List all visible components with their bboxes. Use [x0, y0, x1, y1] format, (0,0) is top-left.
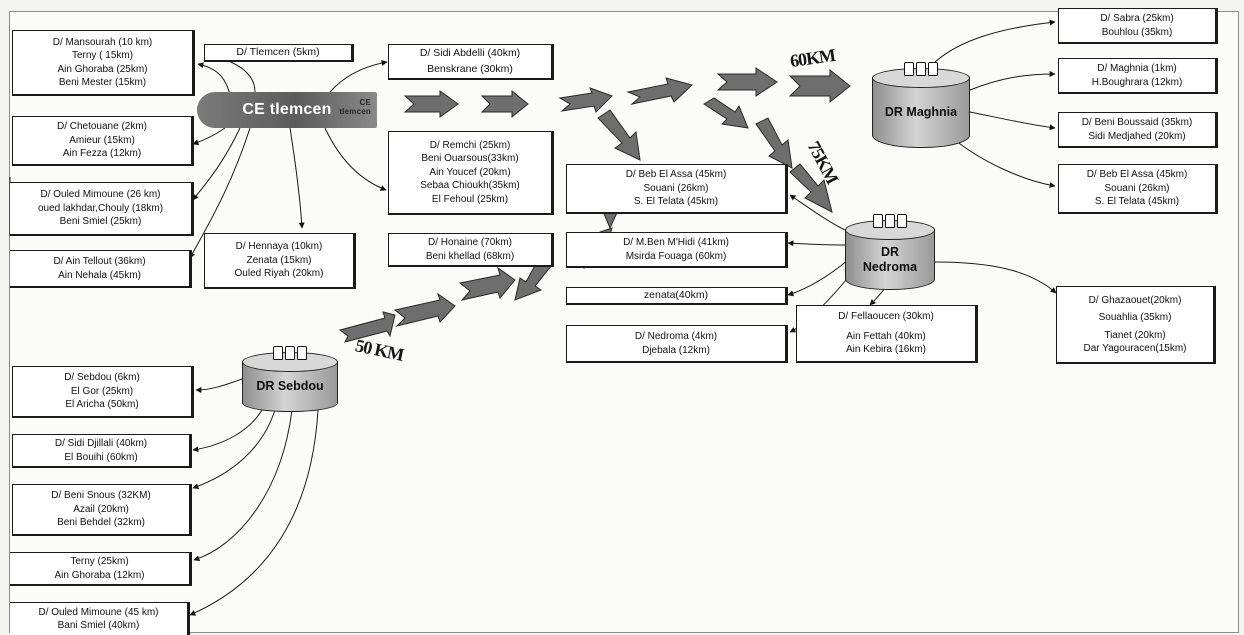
ce-tlemcen-hub: CE tlemcen CE tlemcen — [197, 92, 377, 128]
link-remchi — [324, 127, 387, 191]
box-beni-boussaid: D/ Beni Boussaid (35km) Sidi Medjahed (2… — [1058, 112, 1218, 148]
link-beb-el-assa-r — [954, 139, 1056, 189]
box-fellaoucen: D/ Fellaoucen (30km) Ain Fettah (40km) A… — [796, 305, 978, 363]
box-maghnia: D/ Maghnia (1km) H.Boughrara (12km) — [1058, 58, 1218, 94]
link-beb-el-assa-c — [789, 194, 846, 231]
link-maghnia — [969, 71, 1056, 91]
box-beni-snous: D/ Beni Snous (32KM) Azail (20km) Beni B… — [12, 484, 192, 536]
box-sebdou: D/ Sebdou (6km) El Gor (25km) El Aricha … — [12, 366, 194, 418]
box-chetouane: D/ Chetouane (2km) Amieur (15km) Ain Fez… — [12, 116, 194, 166]
link-beni-snous — [192, 409, 276, 490]
link-chetouane — [192, 127, 226, 146]
link-hennaya — [289, 127, 305, 229]
link-beni-boussaid — [969, 111, 1056, 131]
link-zenata — [787, 259, 849, 297]
dr-nedroma-label-2: Nedroma — [862, 260, 918, 274]
arrow-14 — [458, 266, 516, 301]
arrow-13 — [514, 255, 553, 301]
box-mansourah: D/ Mansourah (10 km) Terny ( 15km) Ain G… — [12, 30, 195, 96]
arrow-4 — [626, 77, 693, 105]
link-sidi-abdelli — [329, 60, 388, 93]
dr-sebdou-label: DR Sebdou — [256, 378, 324, 393]
arrow-6 — [788, 68, 851, 104]
arrow-16 — [338, 311, 396, 343]
server-rack-icon — [873, 214, 907, 228]
link-sebdou — [195, 377, 246, 393]
dr-sebdou-hub: DR Sebdou — [242, 346, 338, 412]
dr-nedroma-label-1: DR — [880, 245, 900, 259]
link-mansourah — [197, 62, 231, 96]
arrow-15 — [393, 292, 456, 327]
link-ain-tellout — [189, 127, 251, 259]
arrow-9 — [755, 117, 793, 169]
box-zenata: zenata(40km) — [566, 287, 788, 305]
box-ouled-mimoune: D/ Ouled Mimoune (26 km) oued lakhdar,Ch… — [10, 182, 194, 236]
arrow-3 — [558, 87, 613, 113]
arrow-7 — [597, 109, 641, 161]
box-beb-el-assa-center: D/ Beb El Assa (45km) Souani (26km) S. E… — [566, 164, 788, 214]
dr-nedroma-hub: DR Nedroma — [845, 214, 935, 290]
box-beb-el-assa-right: D/ Beb El Assa (45km) Souani (26km) S. E… — [1058, 164, 1218, 214]
box-sidi-djillali: D/ Sidi Djillali (40km) El Bouihi (60km) — [12, 434, 192, 468]
server-rack-icon — [273, 346, 307, 360]
link-ghazaouet — [934, 261, 1057, 294]
box-hennaya: D/ Hennaya (10km) Zenata (15km) Ouled Ri… — [204, 233, 356, 289]
box-nedroma: D/ Nedroma (4km) Djebala (12km) — [566, 325, 788, 363]
link-fellaoucen — [869, 287, 886, 306]
box-tlemcen: D/ Tlemcen (5km) — [204, 44, 354, 62]
box-honaine: D/ Honaine (70km) Beni khellad (68km) — [388, 233, 554, 267]
box-terny-sebdou: Terny (25km) Ain Ghoraba (12km) — [10, 552, 192, 586]
dr-maghnia-label: DR Maghnia — [884, 104, 958, 119]
link-ben-mhidi — [787, 240, 846, 247]
link-terny-s — [193, 409, 293, 562]
arrow-1 — [403, 90, 459, 118]
arrow-10 — [789, 163, 833, 213]
box-ben-mhidi: D/ M.Ben M'Hidi (41km) Msirda Fouaga (60… — [566, 232, 788, 268]
box-ghazaouet: D/ Ghazaouet(20km) Souahlia (35km) Tiane… — [1056, 286, 1216, 364]
dr-maghnia-hub: DR Maghnia — [872, 62, 970, 148]
link-sabra — [934, 19, 1056, 63]
box-remchi: D/ Remchi (25km) Beni Ouarsous(33km) Ain… — [388, 131, 554, 215]
box-sidi-abdelli: D/ Sidi Abdelli (40km) Benskrane (30km) — [388, 44, 554, 80]
box-sabra: D/ Sabra (25km) Bouhlou (35km) — [1058, 8, 1218, 44]
arrow-2 — [480, 89, 529, 119]
box-ain-tellout: D/ Ain Tellout (36km) Ain Nehala (45km) — [10, 250, 192, 288]
arrow-5 — [716, 67, 778, 97]
link-ouled-mimoune — [192, 127, 241, 201]
ce-tlemcen-ghost-text: CE tlemcen — [339, 98, 371, 116]
arrow-8 — [703, 97, 749, 129]
link-ouled-mimoune-s — [189, 409, 319, 616]
link-sidi-djillali — [192, 409, 263, 453]
box-ouled-mimoune-sebdou: D/ Ouled Mimoune (45 km) Bani Smiel (40k… — [10, 602, 190, 635]
ce-tlemcen-label: CE tlemcen — [242, 101, 332, 118]
server-rack-icon — [904, 62, 938, 76]
